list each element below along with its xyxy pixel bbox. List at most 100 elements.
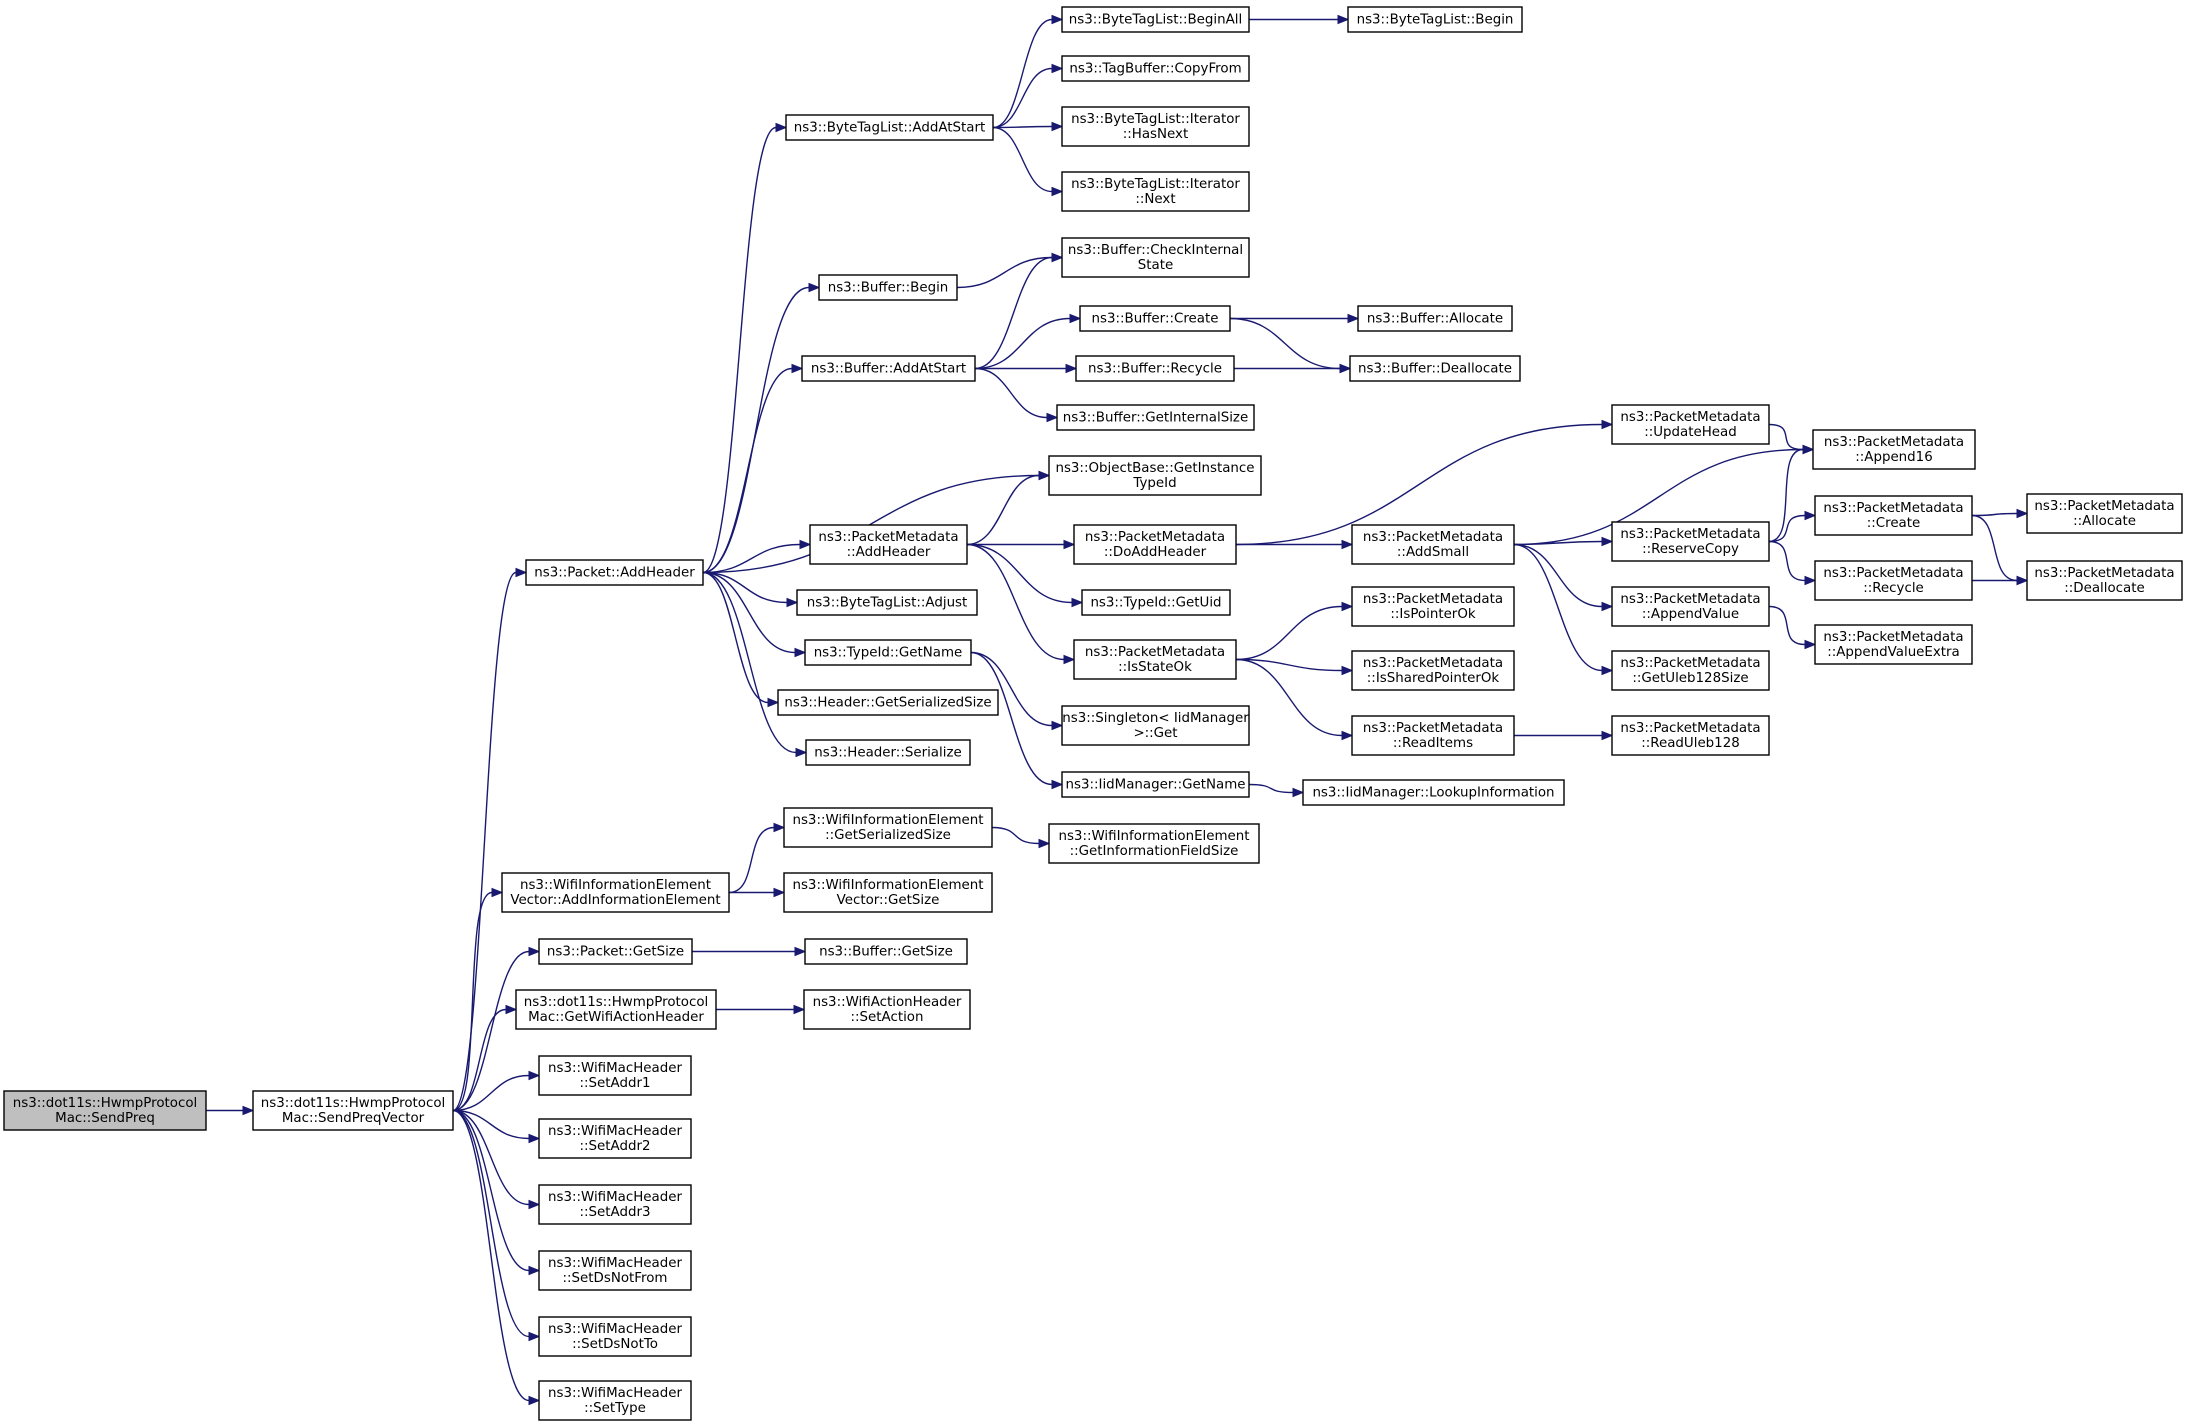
function-node-ns3-packetmetadata-addsmall[interactable]: ns3::PacketMetadata::AddSmall: [1351, 524, 1515, 565]
arrowhead-icon: [767, 697, 780, 708]
edge-n50-to-n55: [1768, 605, 1817, 650]
node-label: ::Deallocate: [2064, 581, 2144, 596]
edge-n54-to-n57: [1972, 575, 2029, 586]
node-label: ns3::WifiMacHeader: [548, 1124, 682, 1139]
function-node-ns3-buffer-getsize[interactable]: ns3::Buffer::GetSize: [804, 938, 968, 965]
node-box: [1611, 650, 1770, 691]
function-node-ns3-packetmetadata-isstateok[interactable]: ns3::PacketMetadata::IsStateOk: [1073, 639, 1237, 680]
edge-n35-to-n45: [1235, 658, 1354, 676]
node-label: ns3::PacketMetadata: [1824, 435, 1964, 450]
arrowhead-icon: [1601, 536, 1614, 547]
function-node-ns3-buffer-addatstart[interactable]: ns3::Buffer::AddAtStart: [801, 355, 976, 382]
function-node-ns3-packetmetadata-addheader[interactable]: ns3::PacketMetadata::AddHeader: [809, 524, 968, 565]
edge-line: [702, 286, 810, 574]
arrowhead-icon: [1065, 363, 1078, 374]
edge-line: [974, 317, 1071, 370]
function-node-ns3-wifiactionheader-setaction[interactable]: ns3::WifiActionHeader::SetAction: [803, 989, 971, 1030]
node-label: ::SetAction: [851, 1010, 924, 1025]
function-node-ns3-packetmetadata-appendvalue[interactable]: ns3::PacketMetadata::AppendValue: [1611, 586, 1770, 627]
function-node-ns3-packetmetadata-doaddheader[interactable]: ns3::PacketMetadata::DoAddHeader: [1073, 524, 1237, 565]
function-node-ns3-iidmanager-getname[interactable]: ns3::IidManager::GetName: [1061, 771, 1250, 798]
function-node-ns3-header-getserializedsize[interactable]: ns3::Header::GetSerializedSize: [777, 689, 999, 716]
edge-n15-to-n34: [966, 543, 1084, 608]
function-node-ns3-packetmetadata-issharedpointerok[interactable]: ns3::PacketMetadata::IsSharedPointerOk: [1351, 650, 1515, 691]
function-node-ns3-dot11s-hwmpprotocolmac-sendpreqvector[interactable]: ns3::dot11s::HwmpProtocolMac::SendPreqVe…: [252, 1090, 454, 1131]
function-node-ns3-packetmetadata-updatehead[interactable]: ns3::PacketMetadata::UpdateHead: [1611, 404, 1770, 445]
function-node-ns3-packetmetadata-reservecopy[interactable]: ns3::PacketMetadata::ReserveCopy: [1611, 521, 1770, 562]
edge-line: [1513, 543, 1603, 608]
function-node-ns3-packetmetadata-recycle[interactable]: ns3::PacketMetadata::Recycle: [1814, 560, 1973, 601]
node-box: [501, 872, 730, 913]
function-node-ns3-packet-getsize[interactable]: ns3::Packet::GetSize: [538, 938, 693, 965]
node-box: [515, 989, 717, 1030]
node-label: ns3::dot11s::HwmpProtocol: [261, 1096, 446, 1111]
function-node-ns3-packetmetadata-deallocate[interactable]: ns3::PacketMetadata::Deallocate: [2026, 560, 2183, 601]
node-box: [1349, 355, 1521, 382]
arrowhead-icon: [1601, 730, 1614, 741]
function-node-ns3-packet-addheader[interactable]: ns3::Packet::AddHeader: [525, 559, 704, 586]
node-box: [1611, 586, 1770, 627]
function-node-ns3-wifimacheader-setdsnotto[interactable]: ns3::WifiMacHeader::SetDsNotTo: [538, 1316, 692, 1357]
function-node-ns3-wifimacheader-setdsnotfrom[interactable]: ns3::WifiMacHeader::SetDsNotFrom: [538, 1250, 692, 1291]
function-node-ns3-wifimacheader-setaddr2[interactable]: ns3::WifiMacHeader::SetAddr2: [538, 1118, 692, 1159]
arrowhead-icon: [795, 747, 808, 758]
function-node-ns3-packetmetadata-readuleb128[interactable]: ns3::PacketMetadata::ReadUleb128: [1611, 715, 1770, 756]
function-node-ns3-wifiinformationelement-getserializedsize[interactable]: ns3::WifiInformationElement::GetSerializ…: [783, 807, 993, 848]
node-label: ::ReadUleb128: [1641, 736, 1740, 751]
function-node-ns3-bytetaglist-beginall[interactable]: ns3::ByteTagList::BeginAll: [1061, 6, 1250, 33]
function-node-ns3-packetmetadata-create[interactable]: ns3::PacketMetadata::Create: [1814, 495, 1973, 536]
function-node-ns3-bytetaglist-iterator-next[interactable]: ns3::ByteTagList::Iterator::Next: [1061, 171, 1250, 212]
function-node-ns3-iidmanager-lookupinformation[interactable]: ns3::IidManager::LookupInformation: [1302, 779, 1565, 806]
edge-line: [452, 1109, 530, 1338]
function-nodes: ns3::dot11s::HwmpProtocolMac::SendPreqns…: [3, 6, 2183, 1421]
edge-n46-to-n52: [1513, 730, 1614, 741]
edge-n24-to-n39: [1249, 14, 1350, 25]
function-node-ns3-packetmetadata-append16[interactable]: ns3::PacketMetadata::Append16: [1812, 429, 1976, 470]
function-node-ns3-buffer-getinternalsize[interactable]: ns3::Buffer::GetInternalSize: [1056, 404, 1255, 431]
function-node-ns3-wifiinformationelementvector-getsize[interactable]: ns3::WifiInformationElementVector::GetSi…: [783, 872, 993, 913]
node-label: ns3::TypeId::GetName: [814, 646, 963, 661]
function-node-ns3-singleton-iidmanager-get[interactable]: ns3::Singleton< IidManager >::Get: [1061, 705, 1250, 746]
node-label: ::ReserveCopy: [1642, 542, 1739, 557]
function-node-ns3-bytetaglist-addatstart[interactable]: ns3::ByteTagList::AddAtStart: [785, 114, 994, 141]
function-node-ns3-typeid-getname[interactable]: ns3::TypeId::GetName: [804, 639, 972, 666]
function-node-ns3-buffer-allocate[interactable]: ns3::Buffer::Allocate: [1357, 305, 1513, 332]
function-node-ns3-dot11s-hwmpprotocolmac-getwifiactionheader[interactable]: ns3::dot11s::HwmpProtocolMac::GetWifiAct…: [515, 989, 717, 1030]
function-node-ns3-wifimacheader-settype[interactable]: ns3::WifiMacHeader::SetType: [538, 1380, 692, 1421]
function-node-ns3-wifiinformationelementvector-addinformationelement[interactable]: ns3::WifiInformationElementVector::AddIn…: [501, 872, 730, 913]
function-node-ns3-tagbuffer-copyfrom[interactable]: ns3::TagBuffer::CopyFrom: [1061, 55, 1250, 82]
function-node-ns3-wifimacheader-setaddr1[interactable]: ns3::WifiMacHeader::SetAddr1: [538, 1055, 692, 1096]
function-node-ns3-buffer-deallocate[interactable]: ns3::Buffer::Deallocate: [1349, 355, 1521, 382]
function-node-ns3-buffer-begin[interactable]: ns3::Buffer::Begin: [818, 274, 958, 301]
edge-line: [1513, 448, 1804, 546]
function-node-ns3-bytetaglist-begin[interactable]: ns3::ByteTagList::Begin: [1347, 6, 1523, 33]
function-node-ns3-packetmetadata-readitems[interactable]: ns3::PacketMetadata::ReadItems: [1351, 715, 1515, 756]
arrowhead-icon: [1337, 14, 1350, 25]
edge-line: [1971, 514, 2018, 582]
function-node-ns3-typeid-getuid[interactable]: ns3::TypeId::GetUid: [1081, 589, 1231, 616]
function-node-ns3-bytetaglist-adjust[interactable]: ns3::ByteTagList::Adjust: [796, 589, 978, 616]
function-node-ns3-packetmetadata-getuleb128size[interactable]: ns3::PacketMetadata::GetUleb128Size: [1611, 650, 1770, 691]
node-label: ::SetType: [584, 1401, 646, 1416]
node-label: ns3::WifiActionHeader: [813, 995, 962, 1010]
function-node-ns3-wifiinformationelement-getinformationfieldsize[interactable]: ns3::WifiInformationElement::GetInformat…: [1048, 823, 1260, 864]
node-label: ::IsSharedPointerOk: [1367, 671, 1500, 686]
function-node-ns3-bytetaglist-iterator-hasnext[interactable]: ns3::ByteTagList::Iterator::HasNext: [1061, 106, 1250, 147]
function-node-ns3-packetmetadata-ispointerok[interactable]: ns3::PacketMetadata::IsPointerOk: [1351, 586, 1515, 627]
function-node-ns3-buffer-create[interactable]: ns3::Buffer::Create: [1079, 305, 1231, 332]
arrowhead-icon: [1051, 186, 1064, 197]
function-node-ns3-buffer-recycle[interactable]: ns3::Buffer::Recycle: [1075, 355, 1235, 382]
function-node-ns3-header-serialize[interactable]: ns3::Header::Serialize: [805, 739, 971, 766]
function-node-ns3-packetmetadata-appendvalueextra[interactable]: ns3::PacketMetadata::AppendValueExtra: [1814, 624, 1973, 665]
function-node-ns3-packetmetadata-allocate[interactable]: ns3::PacketMetadata::Allocate: [2026, 493, 2183, 534]
edge-line: [702, 474, 1040, 574]
edge-n20-to-n38: [991, 826, 1051, 849]
node-label: ns3::dot11s::HwmpProtocol: [13, 1096, 198, 1111]
node-label: ns3::PacketMetadata: [1363, 530, 1503, 545]
edge-line: [1768, 514, 1806, 543]
function-node-ns3-wifimacheader-setaddr3[interactable]: ns3::WifiMacHeader::SetAddr3: [538, 1184, 692, 1225]
node-box: [783, 872, 993, 913]
